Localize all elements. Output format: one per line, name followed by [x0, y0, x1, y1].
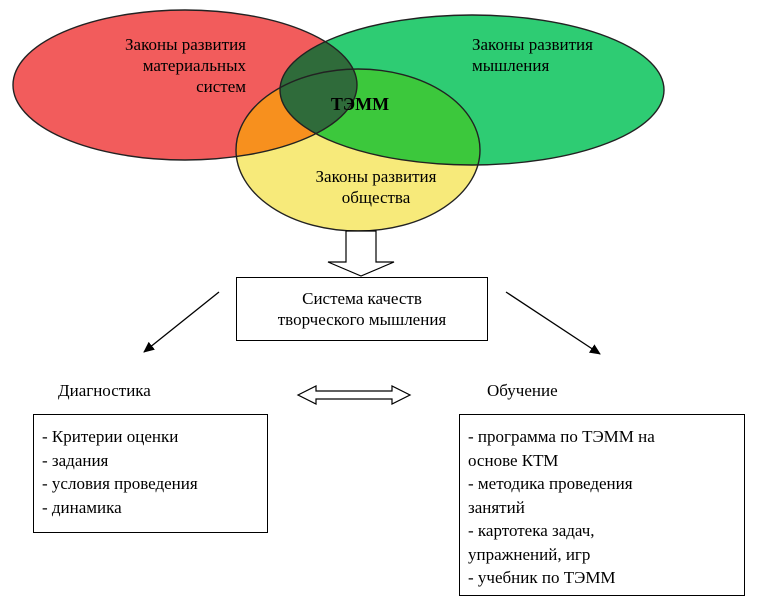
down-arrow-icon — [327, 230, 395, 277]
learning-item: - методика проведения занятий — [468, 474, 633, 517]
learning-item: - учебник по ТЭММ — [468, 568, 616, 587]
society-laws-label: Законы развития общества — [315, 167, 437, 207]
diagnostics-item: - условия проведения — [42, 474, 198, 493]
diagnostics-list: - Критерии оценки - задания - условия пр… — [42, 425, 259, 519]
diagnostics-item: - Критерии оценки — [42, 427, 179, 446]
learning-item: - картотека задач, упражнений, игр — [468, 521, 595, 564]
creative-thinking-title: Система качеств творческого мышления — [277, 289, 447, 329]
thinking-laws-label: Законы развития мышления — [472, 35, 593, 75]
arrow-to-diagnostics — [143, 291, 220, 353]
creative-thinking-box: Система качеств творческого мышления — [236, 277, 488, 341]
diagnostics-item: - задания — [42, 450, 109, 470]
learning-list: - программа по ТЭММ на основе КТМ - мето… — [468, 425, 736, 590]
double-arrow-icon — [296, 385, 412, 405]
diagnostics-box: - Критерии оценки - задания - условия пр… — [33, 414, 268, 533]
learning-box: - программа по ТЭММ на основе КТМ - мето… — [459, 414, 745, 596]
diagnostics-item: - динамика — [42, 497, 122, 517]
temm-center-label: ТЭММ — [330, 94, 390, 114]
diagnostics-heading: Диагностика — [58, 381, 151, 400]
learning-heading: Обучение — [487, 381, 558, 400]
material-laws-label: Законы развития материальных систем — [125, 35, 246, 96]
thinking-outline — [279, 14, 665, 166]
arrow-to-learning — [505, 291, 601, 355]
learning-item: - программа по ТЭММ на основе КТМ — [468, 427, 655, 470]
material-outline — [12, 9, 358, 161]
